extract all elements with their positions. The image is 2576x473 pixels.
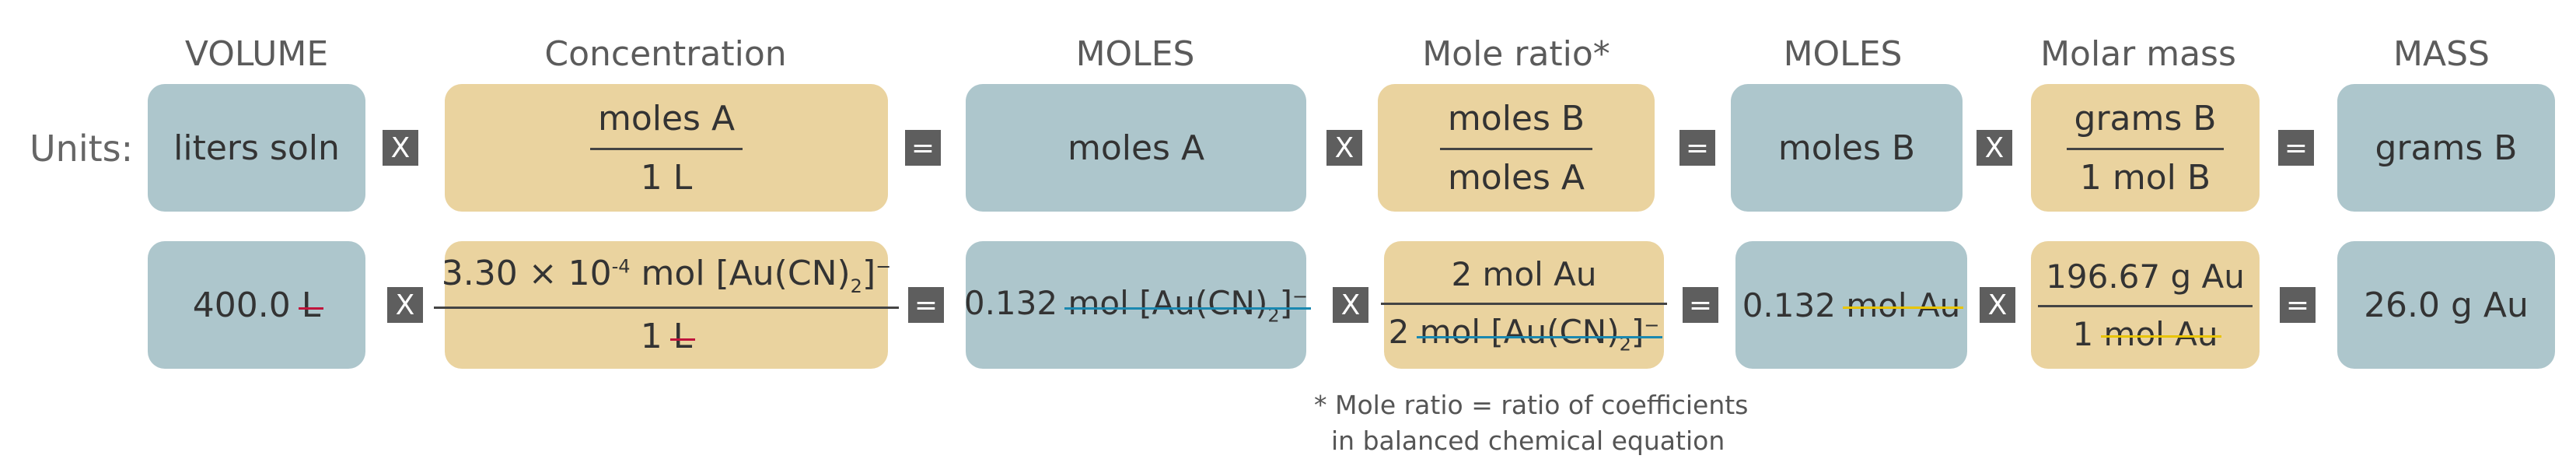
header-mass: MASS bbox=[2393, 34, 2490, 74]
units-concentration-fraction: moles A 1 L bbox=[589, 98, 743, 198]
footnote-line: in balanced chemical equation bbox=[1331, 426, 1725, 456]
fraction-numerator: 196.67 g Au bbox=[2046, 257, 2245, 296]
units-concentration-box: moles A 1 L bbox=[445, 84, 888, 212]
equals-operator: = bbox=[908, 287, 944, 323]
header-concentration: Concentration bbox=[544, 34, 787, 74]
value-moles-a-text: 0.132 mol [Au(CN)2]− bbox=[963, 283, 1311, 327]
multiply-operator: X bbox=[1333, 287, 1368, 323]
fraction-denominator: 1 mol Au bbox=[2072, 314, 2221, 353]
fraction-bar bbox=[1380, 302, 1668, 305]
footnote: * Mole ratio = ratio of coefficients in … bbox=[1314, 387, 1748, 459]
units-moles-b-text: moles B bbox=[1777, 128, 1916, 168]
cancelled-unit: mol [Au(CN)2]− bbox=[1064, 283, 1311, 327]
value-concentration-box: 3.30 × 10-4 mol [Au(CN)2]− 1 L bbox=[433, 241, 900, 369]
fraction-bar bbox=[1439, 147, 1593, 150]
multiply-operator: X bbox=[383, 130, 418, 166]
equals-operator: = bbox=[2278, 130, 2314, 166]
units-moles-b-box: moles B bbox=[1731, 84, 1963, 212]
value-mole-ratio-box: 2 mol Au 2 mol [Au(CN)2]− bbox=[1380, 241, 1668, 369]
value-mole-ratio-fraction: 2 mol Au 2 mol [Au(CN)2]− bbox=[1380, 254, 1668, 356]
header-molar-mass: Molar mass bbox=[2040, 34, 2236, 74]
fraction-numerator: 2 mol Au bbox=[1451, 254, 1597, 293]
value-moles-b-text: 0.132 mol Au bbox=[1742, 286, 1964, 324]
value-molar-mass-box: 196.67 g Au 1 mol Au bbox=[2031, 241, 2260, 369]
units-mass-text: grams B bbox=[2375, 128, 2518, 168]
equals-operator: = bbox=[905, 130, 941, 166]
header-moles-a: MOLES bbox=[1075, 34, 1195, 74]
units-volume-box: liters soln bbox=[148, 84, 365, 212]
value-mass-text: 26.0 g Au bbox=[2364, 285, 2529, 325]
fraction-numerator: moles B bbox=[1447, 98, 1585, 138]
multiply-operator: X bbox=[387, 287, 423, 323]
value-moles-a-box: 0.132 mol [Au(CN)2]− bbox=[963, 241, 1311, 369]
value-moles-b-box: 0.132 mol Au bbox=[1735, 241, 1967, 369]
units-mole-ratio-box: moles B moles A bbox=[1378, 84, 1655, 212]
header-volume: VOLUME bbox=[184, 34, 329, 74]
equals-operator: = bbox=[1679, 130, 1715, 166]
units-label: Units: bbox=[30, 128, 134, 170]
fraction-denominator: 1 mol B bbox=[2079, 157, 2211, 198]
cancelled-unit: mol Au bbox=[1843, 286, 1964, 324]
fraction-numerator: grams B bbox=[2074, 98, 2217, 138]
header-mole-ratio: Mole ratio* bbox=[1422, 34, 1610, 74]
fraction-bar bbox=[589, 147, 743, 150]
cancelled-unit: L bbox=[298, 285, 323, 325]
units-mass-box: grams B bbox=[2337, 84, 2555, 212]
multiply-operator: X bbox=[1980, 287, 2015, 323]
fraction-numerator: moles A bbox=[597, 98, 736, 138]
value-molar-mass-fraction: 196.67 g Au 1 mol Au bbox=[2038, 258, 2253, 353]
units-mole-ratio-fraction: moles B moles A bbox=[1439, 98, 1593, 198]
equals-operator: = bbox=[1683, 287, 1718, 323]
fraction-denominator: 2 mol [Au(CN)2]− bbox=[1388, 312, 1663, 356]
footnote-line: * Mole ratio = ratio of coefficients bbox=[1314, 390, 1749, 420]
value-volume-box: 400.0 L bbox=[148, 241, 365, 369]
units-molar-mass-box: grams B 1 mol B bbox=[2031, 84, 2260, 212]
equals-operator: = bbox=[2280, 287, 2316, 323]
cancelled-unit: mol Au bbox=[2100, 314, 2221, 353]
fraction-denominator: 1 L bbox=[640, 157, 693, 198]
fraction-bar bbox=[2038, 304, 2253, 307]
multiply-operator: X bbox=[1977, 130, 2012, 166]
fraction-bar bbox=[433, 306, 900, 309]
fraction-bar bbox=[2066, 147, 2225, 150]
units-molar-mass-fraction: grams B 1 mol B bbox=[2066, 98, 2225, 198]
fraction-denominator: 1 L bbox=[640, 316, 695, 356]
cancelled-unit: mol [Au(CN)2]− bbox=[1416, 312, 1663, 356]
fraction-denominator: moles A bbox=[1447, 157, 1585, 198]
header-moles-b: MOLES bbox=[1783, 34, 1903, 74]
cancelled-unit: L bbox=[669, 316, 695, 356]
fraction-numerator: 3.30 × 10-4 mol [Au(CN)2]− bbox=[441, 254, 892, 297]
multiply-operator: X bbox=[1326, 130, 1362, 166]
value-volume-text: 400.0 L bbox=[192, 285, 323, 325]
units-moles-a-text: moles A bbox=[1067, 128, 1205, 168]
units-moles-a-box: moles A bbox=[966, 84, 1306, 212]
units-volume-text: liters soln bbox=[173, 128, 340, 168]
value-concentration-fraction: 3.30 × 10-4 mol [Au(CN)2]− 1 L bbox=[433, 254, 900, 356]
value-mass-box: 26.0 g Au bbox=[2337, 241, 2555, 369]
